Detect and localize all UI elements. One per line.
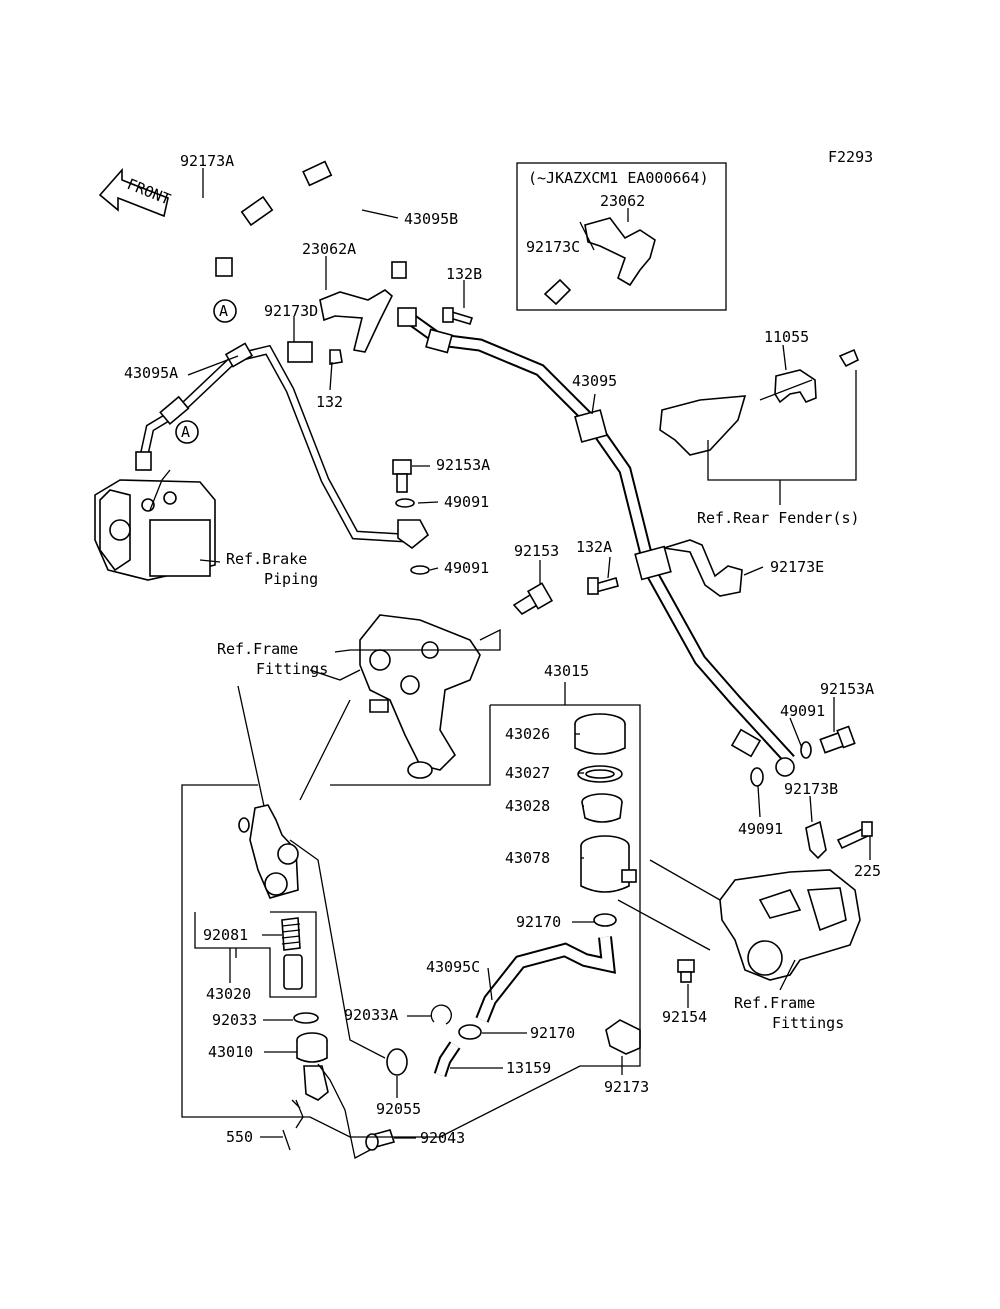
label-92033A: 92033A xyxy=(344,1006,398,1024)
label-43095C: 43095C xyxy=(426,958,480,976)
label-49091-d: 49091 xyxy=(738,820,783,838)
label-92033: 92033 xyxy=(212,1011,257,1029)
footpeg-bracket-left xyxy=(359,614,481,779)
variant-note: (~JKAZXCM1 EA000664) xyxy=(528,169,709,187)
label-43028: 43028 xyxy=(505,797,550,815)
reservoir-hose-43095C xyxy=(475,936,616,1023)
label-92170-a: 92170 xyxy=(516,913,561,931)
brake-hose-43095A xyxy=(135,342,406,543)
reservoir-cap-43026 xyxy=(574,713,626,755)
ref-frame-right-line1: Ref.Frame xyxy=(734,994,815,1012)
variant-box xyxy=(516,162,727,311)
diaphragm-43027 xyxy=(577,765,623,783)
label-92055: 92055 xyxy=(376,1100,421,1118)
label-92154: 92154 xyxy=(662,1008,707,1026)
banjo-bolt-92153A-right xyxy=(750,725,856,787)
label-92153: 92153 xyxy=(514,542,559,560)
brake-hose-43095B xyxy=(215,160,407,279)
bolt-132A xyxy=(587,576,619,595)
ref-frame-left-line1: Ref.Frame xyxy=(217,640,298,658)
label-92173: 92173 xyxy=(604,1078,649,1096)
label-43095B: 43095B xyxy=(404,210,458,228)
spring-92081 xyxy=(281,917,301,951)
clamp-92170-top xyxy=(593,913,617,927)
label-11055: 11055 xyxy=(764,328,809,346)
cotter-pin-550 xyxy=(282,1129,291,1151)
bracket-43020 xyxy=(194,911,317,998)
label-92173A: 92173A xyxy=(180,152,234,170)
assembly-43015-outline xyxy=(181,682,641,1138)
label-92153A-top: 92153A xyxy=(436,456,490,474)
ref-brake-piping-line1: Ref.Brake xyxy=(226,550,307,568)
connector-a-lower: A xyxy=(175,420,199,444)
label-92153A-right: 92153A xyxy=(820,680,874,698)
banjo-bolt-92153A xyxy=(392,459,430,575)
label-43020: 43020 xyxy=(206,985,251,1003)
oring-92055 xyxy=(386,1048,408,1076)
ref-frame-right-line2: Fittings xyxy=(772,1014,844,1032)
label-92173E: 92173E xyxy=(770,558,824,576)
clip-11055 xyxy=(659,348,860,456)
label-92170-b: 92170 xyxy=(530,1024,575,1042)
assembly-43015-left xyxy=(330,705,491,786)
svg-text:A: A xyxy=(181,423,190,441)
bracket-92173E xyxy=(663,539,743,597)
connector-a-top: A xyxy=(213,299,237,323)
label-132: 132 xyxy=(316,393,343,411)
label-23062A: 23062A xyxy=(302,240,356,258)
circlip-92033 xyxy=(293,1012,319,1024)
bolt-92154 xyxy=(677,959,695,983)
caliper-bracket-right xyxy=(719,869,861,981)
label-92173C: 92173C xyxy=(526,238,580,256)
elbow-13159 xyxy=(433,1041,461,1078)
front-arrow-icon: FRONT xyxy=(98,167,173,218)
circlip-92033A xyxy=(430,1004,452,1025)
label-43027: 43027 xyxy=(505,764,550,782)
clip-92173B xyxy=(805,820,873,860)
figure-code: F2293 xyxy=(828,148,873,166)
piston-43020 xyxy=(283,954,303,990)
push-rod-43010 xyxy=(296,1032,329,1101)
ref-frame-left-line2: Fittings xyxy=(256,660,328,678)
label-43078: 43078 xyxy=(505,849,550,867)
label-225: 225 xyxy=(854,862,881,880)
ref-brake-piping-line2: Piping xyxy=(264,570,318,588)
label-43026: 43026 xyxy=(505,725,550,743)
label-23062: 23062 xyxy=(600,192,645,210)
label-43095: 43095 xyxy=(572,372,617,390)
ref-rear-fender: Ref.Rear Fender(s) xyxy=(697,509,860,527)
label-92173D: 92173D xyxy=(264,302,318,320)
label-13159: 13159 xyxy=(506,1059,551,1077)
brake-hose-43095 xyxy=(408,314,795,777)
leader-lines xyxy=(149,168,871,1159)
label-43010: 43010 xyxy=(208,1043,253,1061)
bolt-132B xyxy=(442,307,474,325)
bracket-23062A xyxy=(287,289,417,365)
svg-text:A: A xyxy=(219,302,228,320)
abs-unit xyxy=(94,479,216,581)
bracket-23062 xyxy=(543,217,656,306)
bolt-92153 xyxy=(512,582,554,616)
clamp-92173 xyxy=(605,1019,641,1055)
label-92043: 92043 xyxy=(420,1129,465,1147)
label-92081: 92081 xyxy=(203,926,248,944)
label-49091-a: 49091 xyxy=(444,493,489,511)
label-132B: 132B xyxy=(446,265,482,283)
label-43015: 43015 xyxy=(544,662,589,680)
label-49091-c: 49091 xyxy=(780,702,825,720)
label-132A: 132A xyxy=(576,538,612,556)
diaphragm-plate-43028 xyxy=(581,793,623,823)
label-550: 550 xyxy=(226,1128,253,1146)
clamp-92170-lower xyxy=(458,1024,482,1040)
reservoir-43078 xyxy=(580,835,637,893)
master-cylinder-body xyxy=(238,804,299,899)
pin-92043 xyxy=(365,1129,396,1151)
label-49091-b: 49091 xyxy=(444,559,489,577)
label-92173B: 92173B xyxy=(784,780,838,798)
label-43095A: 43095A xyxy=(124,364,178,382)
